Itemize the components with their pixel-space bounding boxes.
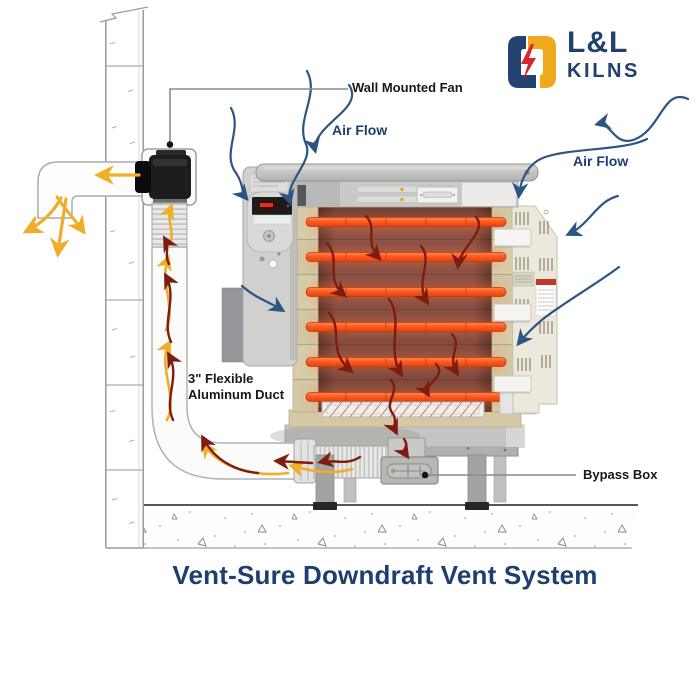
hot-air-arrow (272, 453, 314, 470)
wall-mounted-fan-label: Wall Mounted Fan (352, 80, 463, 95)
air-flow-label-upper: Air Flow (332, 122, 388, 138)
kiln-body (292, 204, 519, 418)
hot-air-arrow (364, 214, 382, 261)
peephole-plugs (493, 228, 532, 394)
brand-name-primary: L&L (567, 26, 629, 59)
heating-element (305, 287, 507, 297)
airflow-arrow (516, 265, 621, 347)
hot-air-arrow (443, 332, 460, 377)
wall (99, 0, 149, 549)
hot-air-arrow (167, 351, 183, 422)
hot-air-arrow (327, 311, 355, 374)
logo-gold-shape (528, 36, 556, 88)
airflow-arrow (304, 83, 354, 155)
leader-line-fan (166, 88, 348, 148)
duct-label: 3" Flexible Aluminum Duct (188, 371, 284, 403)
peephole-plug (493, 228, 532, 247)
hot-air-arrow (317, 451, 362, 468)
kiln-top-ring (291, 180, 519, 208)
hot-air-arrow (413, 244, 430, 306)
airflow-arrow (565, 194, 620, 237)
exhaust-arrow (55, 195, 86, 235)
airflow-arrow (593, 95, 690, 143)
logo-blue-shape (508, 36, 536, 88)
concrete-floor (143, 504, 638, 549)
hot-air-arrow (163, 235, 179, 266)
duct-label-line2: Aluminum Duct (188, 387, 285, 402)
kiln-controller (252, 197, 292, 225)
brand-logo: L&L KILNS (505, 28, 695, 90)
heating-element (305, 357, 507, 367)
hot-air-arrows (163, 214, 480, 475)
hot-air-arrow (414, 362, 441, 398)
air-flow-label-right: Air Flow (573, 153, 629, 169)
hot-air-arrow (164, 272, 179, 344)
wall-mounted-fan (135, 148, 197, 206)
peephole-plug (493, 375, 532, 393)
airflow-arrows (229, 69, 690, 347)
heating-element (305, 322, 507, 332)
heating-element (305, 252, 507, 262)
heating-element (305, 217, 507, 227)
hot-air-arrow (325, 241, 348, 298)
diagram-title: Vent-Sure Downdraft Vent System (172, 560, 598, 590)
airflow-arrow (511, 137, 649, 200)
hot-air-arrow (383, 378, 398, 436)
kiln-lid (255, 163, 539, 182)
heating-element (305, 392, 507, 402)
duct-label-line1: 3" Flexible (188, 371, 254, 386)
peephole-plug (493, 303, 532, 322)
kiln-control-panel (221, 166, 298, 367)
hot-air-arrow (393, 437, 410, 460)
logo-lightning-bolt-icon (521, 44, 536, 80)
leader-line-bypass (421, 471, 576, 479)
vent-grate (321, 401, 485, 418)
hot-air-arrow (201, 434, 260, 475)
brand-name-secondary: KILNS (567, 60, 640, 82)
bypass-box-label: Bypass Box (583, 467, 658, 482)
airflow-arrow (229, 106, 249, 202)
hot-air-arrow (387, 297, 404, 378)
exhaust-arrow (49, 197, 70, 258)
brand-logo-icon (508, 36, 556, 88)
airflow-arrow (240, 284, 286, 313)
hot-air-arrow (451, 215, 480, 271)
brand-logo-text: L&L KILNS (567, 26, 640, 83)
exhaust-arrow (288, 461, 354, 478)
